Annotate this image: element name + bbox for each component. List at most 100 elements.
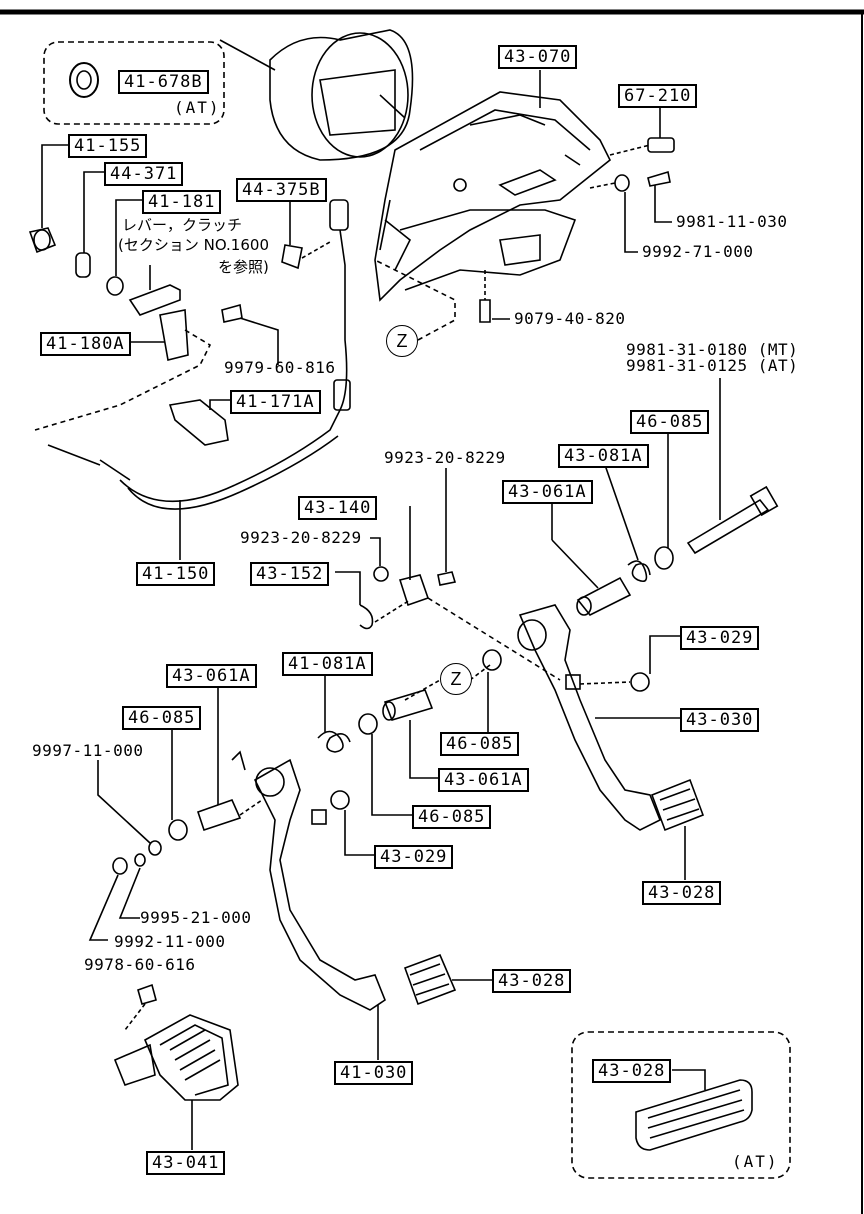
leader (409, 720, 438, 779)
bushing-44-371-drawing (75, 252, 91, 278)
dash-leader (301, 241, 331, 259)
leader (335, 571, 361, 605)
stop-switch-drawing (647, 105, 675, 153)
clip-44-375B-drawing (281, 244, 303, 270)
part-41-150: 41-150 (136, 562, 216, 586)
sleeve-center-drawing (383, 689, 434, 721)
leader (83, 171, 108, 253)
leader (88, 874, 119, 941)
part-43-061A-a: 43-061A (502, 480, 593, 504)
bolt-9992-11-000: 9992-11-000 (114, 932, 226, 951)
dash-leader (609, 144, 651, 156)
bolt-9079-40-820: 9079-40-820 (514, 309, 626, 328)
part-43-030: 43-030 (680, 708, 760, 732)
sleeve-left-drawing (196, 798, 242, 832)
leader (115, 199, 146, 276)
leader (654, 185, 672, 223)
clutch-pad-drawing (403, 953, 457, 1006)
bolt-9992-71-000: 9992-71-000 (642, 242, 754, 261)
lever-note-line2: (セクション NO.1600 (118, 236, 269, 254)
dash-leader (374, 259, 456, 341)
bushing-46-085-drawing (654, 546, 674, 570)
nut-41-181-drawing (106, 276, 124, 296)
bushing-left-drawing (168, 819, 188, 841)
clutch-spring-drawing (317, 730, 351, 753)
leader (672, 1069, 706, 1090)
pedal-bracket-drawing (374, 91, 612, 302)
leader (371, 734, 412, 816)
clutch-lever-drawing (128, 284, 181, 316)
sleeve-drawing (576, 576, 632, 617)
part-43-061A-b: 43-061A (166, 664, 257, 688)
leader (551, 539, 599, 589)
bolt-9923-20-8229-b: 9923-20-8229 (240, 528, 362, 547)
dash-leader (589, 182, 616, 189)
part-41-678B: 41-678B (118, 70, 209, 94)
pin-drawing (437, 571, 457, 586)
part-41-180A: 41-180A (40, 332, 131, 356)
part-43-152: 43-152 (250, 562, 330, 586)
part-43-028-a: 43-028 (642, 881, 722, 905)
clip-41-171A-drawing (168, 399, 229, 446)
dash-leader (124, 1003, 146, 1031)
part-41-171A: 41-171A (230, 390, 321, 414)
leader (370, 537, 381, 566)
bolt-9981-31-0125: 9981-31-0125 (AT) (626, 356, 799, 375)
part-44-375B: 44-375B (236, 178, 327, 202)
leader (239, 317, 279, 365)
part-41-030: 41-030 (334, 1061, 414, 1085)
part-43-041: 43-041 (146, 1151, 226, 1175)
dash-leader (34, 329, 212, 431)
part-46-085-a: 46-085 (630, 410, 710, 434)
lever-note-line1: レバー，クラッチ (122, 216, 243, 234)
clevis-43-140-drawing (398, 574, 430, 607)
bolt-9979-60-816: 9979-60-816 (224, 358, 336, 377)
bolt-9997-11-000: 9997-11-000 (32, 741, 144, 760)
lever-note-line3: を参照) (218, 258, 269, 276)
brake-pedal-arm-drawing (517, 604, 662, 831)
leader (97, 760, 151, 844)
z-marker-center: Z (440, 663, 472, 695)
part-43-140: 43-140 (298, 496, 378, 520)
at-inset-bottom (571, 1031, 791, 1179)
leader (41, 144, 72, 228)
dash-leader (239, 799, 263, 816)
bolt-9979-60-816-drawing (221, 303, 243, 323)
bolt-9981-11-030: 9981-11-030 (676, 212, 788, 231)
part-43-029-b: 43-029 (374, 845, 454, 869)
leader (604, 464, 639, 561)
at-brake-pad-drawing (635, 1079, 753, 1151)
bolt-9978-60-616: 9978-60-616 (84, 955, 196, 974)
bushing-41-155-drawing (28, 227, 57, 254)
part-41-181: 41-181 (142, 190, 222, 214)
at-label-top: (AT) (174, 98, 221, 117)
part-46-085-b: 46-085 (122, 706, 202, 730)
part-67-210: 67-210 (618, 84, 698, 108)
part-41-081A: 41-081A (282, 652, 373, 676)
clip-43-152-drawing (359, 604, 374, 630)
clutch-pedal-arm-drawing (231, 750, 386, 1011)
part-44-371: 44-371 (104, 162, 184, 186)
return-spring-drawing (627, 560, 651, 583)
nut-drawing (373, 566, 389, 582)
bolt-9981-31-0180: 9981-31-0180 (MT) (626, 340, 799, 359)
part-46-085-c: 46-085 (440, 732, 520, 756)
part-43-081A: 43-081A (558, 444, 649, 468)
part-43-061A-c: 43-061A (438, 768, 529, 792)
dash-leader (427, 597, 561, 681)
bushing-center-drawing (358, 713, 378, 735)
oil-seal-drawing (69, 62, 99, 98)
at-label-bottom: (AT) (732, 1152, 779, 1171)
accelerator-pedal-drawing (113, 1014, 239, 1101)
dash-leader (469, 664, 491, 681)
part-43-070: 43-070 (498, 45, 578, 69)
part-43-029-a: 43-029 (680, 626, 760, 650)
leader (209, 399, 230, 410)
part-43-028-c: 43-028 (592, 1059, 672, 1083)
clutch-cable-drawing (47, 199, 351, 510)
leader (649, 635, 682, 674)
brake-booster-drawing (219, 29, 414, 161)
leader (344, 810, 376, 856)
pivot-bolt-drawing (686, 485, 779, 555)
